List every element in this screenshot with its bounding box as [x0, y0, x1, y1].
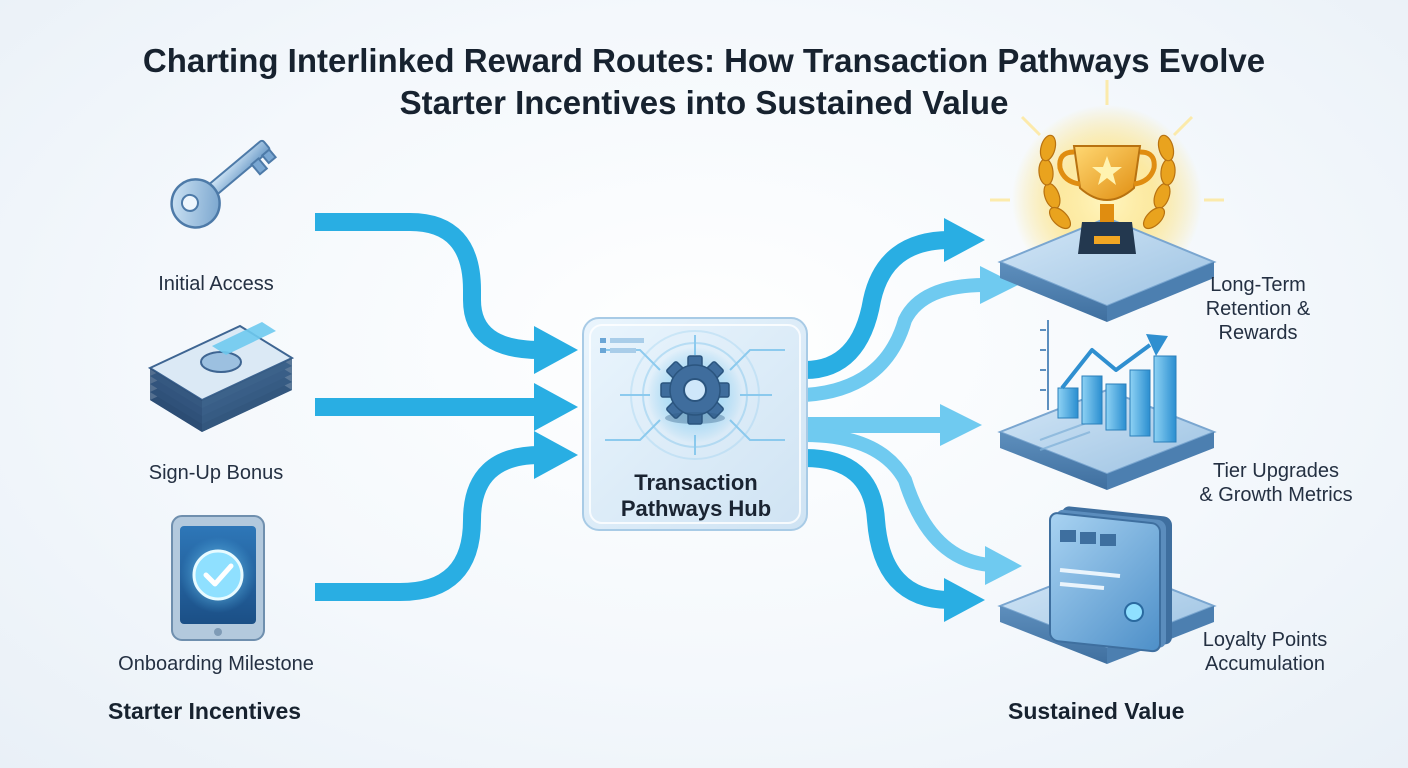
label-tier-upgrades: Tier Upgrades & Growth Metrics [1178, 459, 1374, 507]
label-loyalty-points-line-2: Accumulation [1204, 653, 1326, 675]
label-onboarding-milestone: Onboarding Milestone [118, 653, 314, 675]
hub-label: Transaction Pathways Hub [585, 470, 807, 522]
cash-stack-icon [147, 322, 295, 432]
bar-chart-icon [997, 320, 1217, 490]
arrow-hub-to-long-term-retention [804, 231, 951, 379]
arrow-hub-to-long-term-retention-secondary [804, 278, 986, 402]
heading-starter-incentives: Starter Incentives [108, 698, 302, 724]
diagram-title: Charting Interlinked Reward Routes: How … [0, 40, 1408, 124]
title-line-2: Starter Incentives into Sustained Value [399, 84, 1009, 121]
transaction-hub [582, 317, 808, 531]
arrow-initial-access-to-hub [315, 213, 541, 359]
loyalty-cards-icon [997, 506, 1217, 664]
label-sign-up-bonus: Sign-Up Bonus [148, 462, 284, 484]
arrow-onboarding-to-hub [315, 446, 541, 601]
output-arrows [804, 218, 1022, 622]
label-tier-upgrades-line-1: Tier Upgrades [1213, 460, 1339, 482]
tablet-checkmark-icon [171, 515, 265, 641]
hub-label-line-2: Pathways Hub [620, 496, 772, 521]
input-arrows [315, 213, 578, 601]
heading-sustained-value: Sustained Value [1008, 698, 1185, 724]
title-line-1: Charting Interlinked Reward Routes: How … [142, 42, 1266, 79]
hub-label-line-1: Transaction [634, 470, 758, 495]
trophy-icon [990, 80, 1224, 322]
label-long-term-retention: Long-Term Retention & Rewards [1178, 273, 1338, 345]
label-loyalty-points: Loyalty Points Accumulation [1180, 628, 1350, 676]
label-initial-access: Initial Access [158, 273, 274, 295]
label-tier-upgrades-line-2: & Growth Metrics [1199, 484, 1353, 506]
gear-circuit-icon [660, 355, 730, 425]
label-long-term-retention-line-2: Retention & [1205, 298, 1311, 320]
arrow-hub-to-loyalty-points [804, 449, 951, 609]
arrow-hub-to-loyalty-secondary [804, 428, 991, 572]
label-loyalty-points-line-1: Loyalty Points [1202, 629, 1328, 651]
label-long-term-retention-line-1: Long-Term [1210, 274, 1306, 296]
key-icon [170, 139, 278, 229]
label-long-term-retention-line-3: Rewards [1218, 322, 1298, 344]
